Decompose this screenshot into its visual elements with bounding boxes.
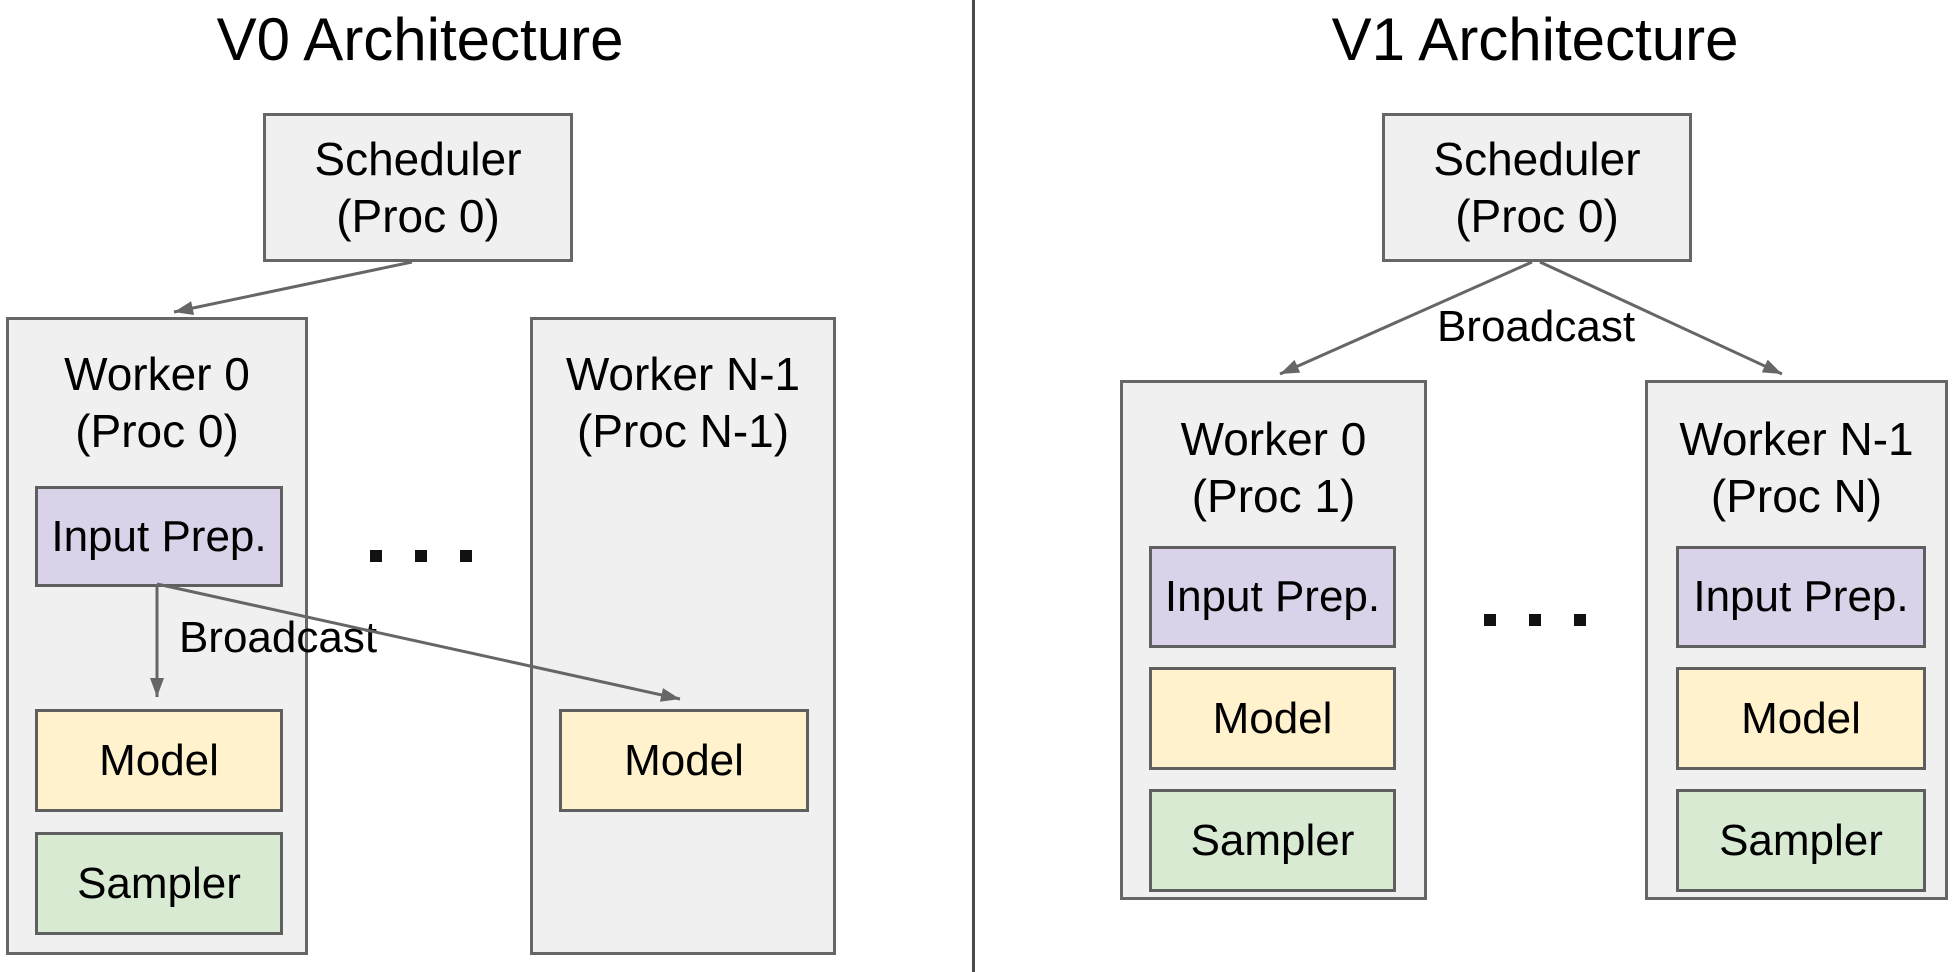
- v1-workerN-proc: (Proc N): [1710, 470, 1883, 522]
- v0-workerN-model-box: Model: [559, 709, 809, 812]
- v0-worker0-input-prep-box: Input Prep.: [35, 486, 283, 587]
- v1-scheduler-proc: (Proc 0): [1455, 189, 1619, 242]
- v1-workerN-name: Worker N-1: [1679, 413, 1914, 465]
- v0-scheduler-name: Scheduler: [314, 132, 522, 185]
- dot: [1529, 614, 1541, 626]
- v1-title: V1 Architecture: [1331, 6, 1739, 73]
- dot: [1484, 614, 1496, 626]
- v1-worker0-sampler-box: Sampler: [1149, 789, 1396, 892]
- v1-broadcast-label: Broadcast: [1436, 302, 1636, 351]
- v1-worker0-box: Worker 0 (Proc 1) Input Prep. Model Samp…: [1120, 380, 1427, 900]
- dot: [460, 550, 472, 562]
- v1-workerN-model-box: Model: [1676, 667, 1926, 770]
- v0-workerN-box: Worker N-1 (Proc N-1) Model: [530, 317, 836, 955]
- v1-scheduler-box: Scheduler (Proc 0): [1382, 113, 1692, 262]
- v1-worker0-input-prep-box: Input Prep.: [1149, 546, 1396, 648]
- arrow-v0-scheduler-to-worker0: [173, 260, 413, 315]
- v0-worker0-name: Worker 0: [64, 348, 250, 400]
- v0-workerN-proc: (Proc N-1): [576, 405, 790, 457]
- v0-worker0-model-box: Model: [35, 709, 283, 812]
- v0-ellipsis-dots: [370, 550, 472, 562]
- v0-worker0-proc: (Proc 0): [75, 405, 239, 457]
- v1-ellipsis-dots: [1484, 614, 1586, 626]
- v0-title: V0 Architecture: [216, 6, 624, 73]
- v1-worker0-proc: (Proc 1): [1191, 470, 1356, 522]
- dot: [1574, 614, 1586, 626]
- v1-workerN-box: Worker N-1 (Proc N) Input Prep. Model Sa…: [1645, 380, 1948, 900]
- v0-scheduler-box: Scheduler (Proc 0): [263, 113, 573, 262]
- v1-worker0-model-box: Model: [1149, 667, 1396, 770]
- v0-worker0-sampler-box: Sampler: [35, 832, 283, 935]
- v0-scheduler-proc: (Proc 0): [336, 189, 500, 242]
- v1-workerN-input-prep-box: Input Prep.: [1676, 546, 1926, 648]
- v1-worker0-name: Worker 0: [1180, 413, 1367, 465]
- panel-divider: [972, 0, 975, 972]
- dot: [370, 550, 382, 562]
- v1-workerN-sampler-box: Sampler: [1676, 789, 1926, 892]
- v0-workerN-name: Worker N-1: [565, 348, 801, 400]
- v1-scheduler-name: Scheduler: [1433, 132, 1641, 185]
- dot: [415, 550, 427, 562]
- v0-broadcast-label: Broadcast: [178, 613, 378, 662]
